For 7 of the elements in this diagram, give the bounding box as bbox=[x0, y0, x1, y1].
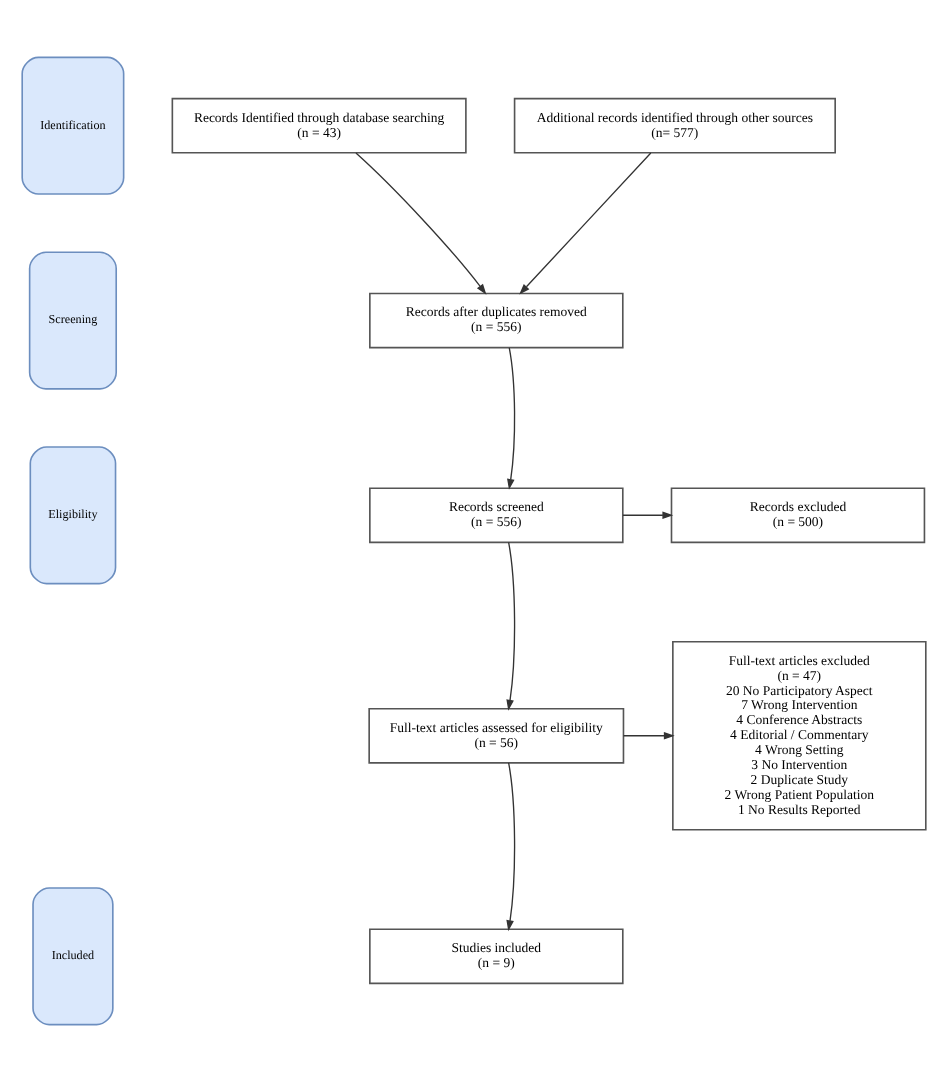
arrow bbox=[519, 151, 652, 294]
arrow bbox=[622, 731, 675, 739]
arrow bbox=[355, 151, 487, 294]
arrow bbox=[507, 346, 516, 489]
arrow bbox=[506, 761, 516, 931]
arrow bbox=[622, 510, 674, 519]
arrow bbox=[506, 540, 516, 710]
